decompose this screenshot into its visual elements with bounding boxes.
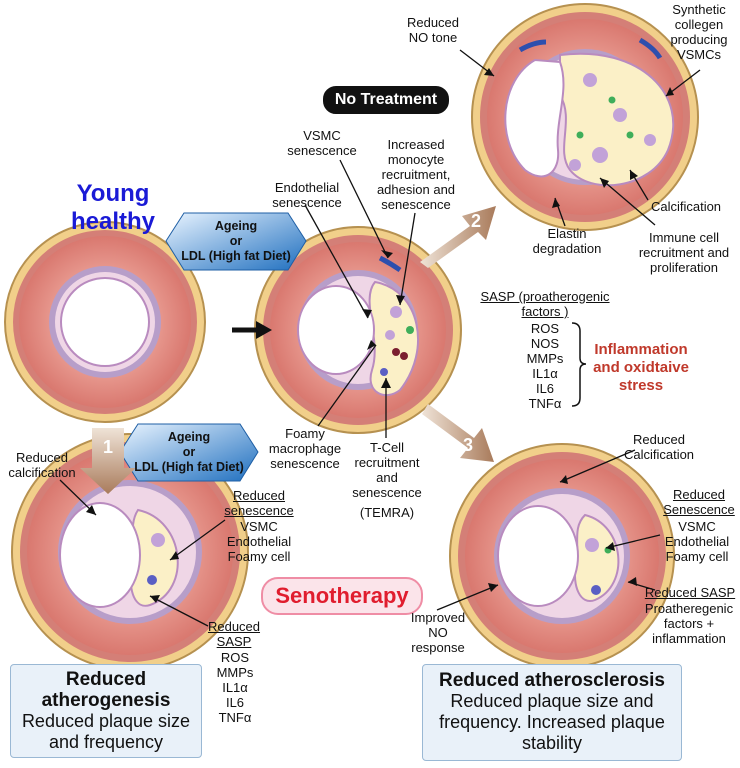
arrow-to-untreated bbox=[420, 206, 496, 268]
sasp-title: SASP (proatherogenic factors ) bbox=[480, 289, 610, 319]
senescence-list-right: VSMC Endothelial Foamy cell bbox=[654, 519, 740, 564]
sen-item: VSMC bbox=[240, 519, 278, 534]
reduced-sasp-left: Reduced SASP bbox=[207, 619, 261, 649]
ageing-or: or bbox=[229, 234, 243, 248]
ageing-or: or bbox=[182, 445, 196, 459]
summary-subtitle-right: Reduced plaque size and frequency. Incre… bbox=[439, 691, 665, 753]
ageing-word: Ageing bbox=[167, 430, 211, 444]
summary-subtitle-left: Reduced plaque size and frequency bbox=[21, 711, 191, 752]
sasp-list: ROS NOS MMPs IL1α IL6 TNFα bbox=[520, 321, 570, 411]
sen-item: Endothelial bbox=[664, 534, 730, 549]
elastin-degradation-label: Elastin degradation bbox=[532, 226, 602, 256]
senotherapy-pill bbox=[261, 577, 423, 615]
inflammation-label: Inflammation and oxidtaive stress bbox=[593, 341, 689, 394]
treated-vessel-right bbox=[449, 443, 675, 669]
sasp-item: IL6 bbox=[535, 381, 555, 396]
step-number-3: 3 bbox=[462, 435, 473, 455]
step-number-2: 2 bbox=[470, 211, 481, 231]
ageing-ldl: LDL (High fat Diet) bbox=[134, 460, 244, 474]
sasp-item: ROS bbox=[220, 650, 250, 665]
senotherapy-label: Senotherapy bbox=[275, 583, 409, 608]
ageing-hexagon-top bbox=[165, 212, 307, 271]
sasp-item: MMPs bbox=[526, 351, 564, 366]
temra-label: (TEMRA) bbox=[359, 505, 415, 520]
sasp-item: ROS bbox=[530, 321, 560, 336]
sen-item: Endothelial bbox=[226, 534, 292, 549]
reduced-calcification-right: Reduced Calcification bbox=[623, 432, 695, 462]
reduced-sasp-right: Reduced SASP bbox=[644, 585, 736, 600]
improved-no-label: Improved NO response bbox=[410, 610, 466, 655]
senescence-list-left: VSMC Endothelial Foamy cell bbox=[214, 519, 304, 564]
pointer-heads bbox=[86, 68, 674, 603]
arrow-to-treated-right bbox=[422, 404, 494, 462]
no-treatment-pill bbox=[321, 84, 451, 116]
immune-cell-label: Immune cell recruitment and proliferatio… bbox=[638, 230, 730, 275]
sen-item: Foamy cell bbox=[665, 549, 729, 564]
untreated-vessel bbox=[471, 3, 699, 231]
calcification-label: Calcification bbox=[650, 199, 722, 214]
sasp-item: IL6 bbox=[225, 695, 245, 710]
sasp-item: IL1α bbox=[532, 366, 558, 381]
sasp-item: NOS bbox=[530, 336, 560, 351]
sen-item: VSMC bbox=[678, 519, 716, 534]
ageing-ldl: LDL (High fat Diet) bbox=[181, 249, 291, 263]
vsmc-senescence-label: VSMC senescence bbox=[287, 128, 357, 158]
treated-vessel-left bbox=[11, 433, 249, 671]
summary-box-left: Reduced atherogenesis Reduced plaque siz… bbox=[10, 664, 202, 758]
ageing-label-bottom: Ageing or LDL (High fat Diet) bbox=[120, 424, 258, 481]
young-healthy-vessel bbox=[4, 221, 206, 423]
summary-title-right: Reduced atherosclerosis bbox=[439, 670, 665, 691]
step-number-1: 1 bbox=[102, 437, 113, 457]
no-treatment-label: No Treatment bbox=[334, 91, 438, 108]
sasp-item: TNFα bbox=[528, 396, 562, 411]
arrow-to-treated-left bbox=[80, 428, 136, 494]
sasp-item: MMPs bbox=[216, 665, 254, 680]
reduced-calcification-left: Reduced calcification bbox=[8, 450, 76, 480]
monocyte-label: Increased monocyte recruitment, adhesion… bbox=[376, 137, 456, 212]
sasp-detail-right: Proatheregenic factors + inflammation bbox=[644, 601, 734, 646]
ageing-vessel bbox=[254, 226, 462, 434]
summary-box-right: Reduced atherosclerosis Reduced plaque s… bbox=[422, 664, 682, 761]
summary-title-left: Reduced atherogenesis bbox=[41, 669, 171, 711]
sasp-item: TNFα bbox=[218, 710, 252, 725]
sasp-list-left: ROS MMPs IL1α IL6 TNFα bbox=[210, 650, 260, 725]
endothelial-senescence-label: Endothelial senescence bbox=[272, 180, 342, 210]
sasp-item: IL1α bbox=[222, 680, 248, 695]
synthetic-vsmc-label: Synthetic collegen producing VSMCs bbox=[670, 2, 728, 62]
tcell-label: T-Cell recruitment and senescence bbox=[352, 440, 422, 500]
reduced-no-tone-label: Reduced NO tone bbox=[406, 15, 460, 45]
ageing-label-top: Ageing or LDL (High fat Diet) bbox=[166, 213, 306, 270]
reduced-senescence-left: Reduced senescence bbox=[224, 488, 294, 518]
sen-item: Foamy cell bbox=[227, 549, 291, 564]
pointer-lines bbox=[59, 49, 701, 627]
ageing-word: Ageing bbox=[214, 219, 258, 233]
young-healthy-title: Young healthy bbox=[70, 180, 156, 235]
reduced-senescence-right: Reduced Senescence bbox=[663, 487, 735, 517]
sasp-bracket bbox=[571, 322, 587, 407]
foamy-macrophage-label: Foamy macrophage senescence bbox=[268, 426, 342, 471]
